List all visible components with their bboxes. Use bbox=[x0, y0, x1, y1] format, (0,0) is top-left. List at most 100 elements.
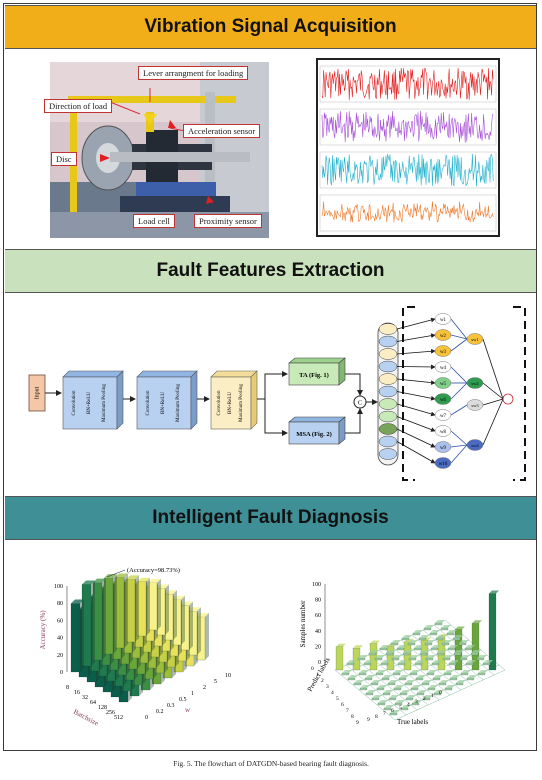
confusion-bar bbox=[401, 637, 410, 641]
confusion-bar bbox=[458, 642, 467, 646]
confusion-bar-top bbox=[359, 670, 369, 673]
confusion-bar-top bbox=[467, 675, 477, 678]
confusion-bar bbox=[453, 652, 462, 656]
predict-labels-axis: 0 1 2 3 4 5 6 7 8 9 Predict labels bbox=[306, 656, 359, 726]
confusion-bar-top bbox=[420, 650, 430, 653]
confusion-bar bbox=[383, 707, 392, 711]
svg-text:0: 0 bbox=[311, 666, 314, 672]
signal-trace bbox=[321, 201, 494, 223]
confusion-bar bbox=[335, 646, 344, 671]
confusion-bar-top bbox=[419, 635, 429, 638]
confusion-bar bbox=[379, 647, 388, 651]
confusion-bar-top bbox=[444, 670, 454, 673]
svg-text:0: 0 bbox=[318, 660, 321, 666]
confusion-bar bbox=[359, 687, 368, 691]
confusion-bar bbox=[346, 662, 355, 666]
confusion-bar-top bbox=[434, 690, 444, 693]
confusion-bar bbox=[391, 657, 400, 661]
confusion-bar-top bbox=[392, 655, 402, 658]
confusion-bar-top bbox=[455, 626, 465, 630]
svg-text:0: 0 bbox=[60, 670, 63, 676]
feature-node bbox=[378, 448, 398, 460]
confusion-bar-top bbox=[353, 645, 363, 649]
svg-text:16: 16 bbox=[74, 690, 80, 696]
confusion-bar-top bbox=[388, 680, 398, 683]
feature-node bbox=[378, 335, 398, 348]
accuracy-bar-top bbox=[164, 590, 177, 595]
confusion-bar bbox=[435, 637, 444, 641]
signal-trace bbox=[321, 110, 494, 143]
accuracy-bar-side bbox=[124, 573, 128, 648]
output-node bbox=[466, 333, 484, 345]
svg-text:4: 4 bbox=[331, 690, 334, 696]
weight-label: w7 bbox=[440, 414, 447, 419]
confusion-bar-top bbox=[397, 645, 407, 648]
confusion-bar bbox=[424, 642, 433, 646]
weight-label: w9 bbox=[440, 446, 447, 451]
svg-text:8: 8 bbox=[375, 714, 378, 720]
confusion-bar bbox=[376, 687, 385, 691]
confusion-bar bbox=[402, 652, 411, 656]
weight-node bbox=[434, 393, 452, 405]
accuracy-bar-side bbox=[197, 607, 201, 655]
conv-block-1: Convolution BN+ReLU Maximum Pooling bbox=[62, 370, 124, 430]
confusion-bar-top bbox=[449, 660, 459, 663]
confusion-bar-top bbox=[450, 675, 460, 678]
svg-text:8: 8 bbox=[66, 685, 69, 691]
weight-node bbox=[434, 345, 452, 357]
feature-node bbox=[378, 360, 398, 373]
svg-text:Convolution: Convolution bbox=[217, 390, 222, 416]
signal-trace bbox=[321, 67, 494, 101]
confusion-bar bbox=[382, 692, 391, 696]
confusion-bar bbox=[408, 657, 417, 661]
confusion-bar bbox=[390, 642, 399, 646]
section-banner-acquisition: Vibration Signal Acquisition bbox=[5, 5, 536, 49]
confusion-bar-top bbox=[471, 650, 481, 653]
confusion-bar-top bbox=[447, 630, 457, 633]
confusion-bar-top bbox=[354, 680, 364, 683]
figure-caption: Fig. 5. The flowchart of DATGDN-based be… bbox=[173, 759, 369, 768]
output-node bbox=[466, 399, 484, 411]
confusion-bar-top bbox=[435, 620, 445, 623]
accuracy-3d-chart: 0 20 40 60 80 100 Accuracy (%) 8 16 32 6… bbox=[39, 567, 231, 728]
output-node bbox=[466, 439, 484, 451]
msa-label: MSA (Fig. 2) bbox=[296, 431, 332, 438]
svg-text:1: 1 bbox=[431, 693, 434, 699]
accuracy-bar bbox=[103, 578, 114, 655]
confusion-bar-top bbox=[460, 655, 470, 658]
confusion-bar bbox=[374, 657, 383, 661]
confusion-bar-top bbox=[382, 675, 392, 678]
accuracy-bar bbox=[147, 582, 158, 631]
accuracy-bar-top bbox=[156, 584, 169, 589]
confusion-bar bbox=[381, 677, 390, 681]
confusion-bar-top bbox=[366, 690, 376, 693]
ta-label: TA (Fig. 1) bbox=[299, 372, 329, 379]
accuracy-bar-top bbox=[93, 578, 106, 583]
confusion-bar bbox=[413, 647, 422, 651]
svg-text:9: 9 bbox=[367, 717, 370, 723]
feature-node bbox=[378, 398, 398, 410]
confusion-bar bbox=[410, 687, 419, 691]
confusion-bar-top bbox=[381, 660, 391, 663]
confusion-bar bbox=[418, 637, 427, 641]
accuracy-bar-side bbox=[91, 580, 95, 666]
confusion-bar-top bbox=[431, 645, 441, 648]
svg-text:2: 2 bbox=[321, 678, 324, 684]
svg-text:BN+ReLU: BN+ReLU bbox=[228, 392, 233, 414]
svg-text:7: 7 bbox=[346, 708, 349, 714]
accuracy-bar-side bbox=[80, 599, 84, 672]
confusion-bar bbox=[341, 672, 350, 676]
accuracy-annotation: (Accuracy=98.73%) bbox=[127, 567, 180, 574]
feature-node bbox=[378, 348, 398, 360]
confusion-bar-top bbox=[426, 655, 436, 658]
input-label: Input bbox=[34, 386, 40, 399]
confusion-bar bbox=[444, 687, 453, 691]
section-banner-diagnosis: Intelligent Fault Diagnosis bbox=[5, 496, 536, 540]
accuracy-bar-side bbox=[165, 584, 169, 635]
confusion-bar-top bbox=[459, 640, 469, 643]
confusion-bar-top bbox=[448, 645, 458, 648]
accuracy-bar-top bbox=[82, 580, 95, 585]
svg-text:8: 8 bbox=[351, 714, 354, 720]
diagnosis-charts: 0 20 40 60 80 100 Accuracy (%) 8 16 32 6… bbox=[39, 567, 506, 728]
signal-trace bbox=[321, 153, 494, 187]
